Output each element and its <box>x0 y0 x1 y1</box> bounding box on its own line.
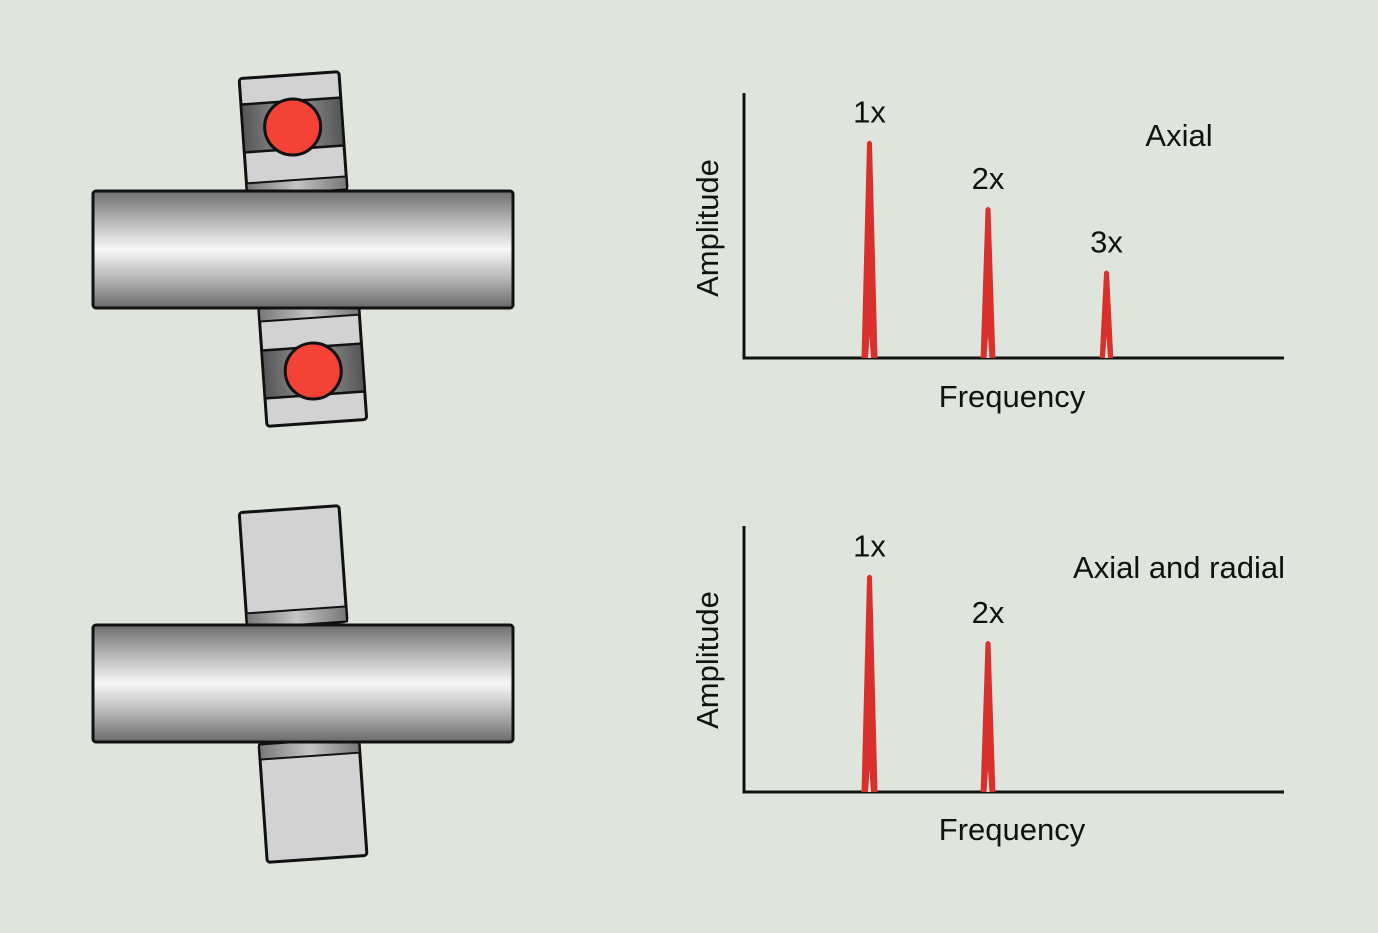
peak-notch-1x <box>868 336 871 358</box>
x-axis-label-top: Frequency <box>939 379 1086 414</box>
peak-notch-2x <box>986 770 990 792</box>
peak-label-2x: 2x <box>972 595 1005 630</box>
peak-label-1x: 1x <box>853 95 886 130</box>
y-axis-label-top: Amplitude <box>690 159 725 297</box>
peak-notch-1x <box>868 770 871 792</box>
peaks-top: 1x 2x 3x <box>853 95 1123 358</box>
bearing-ball-bottom <box>283 341 343 401</box>
bearing-assembly-top <box>91 70 515 428</box>
peak-1x <box>861 140 878 358</box>
x-axis-label-bottom: Frequency <box>939 812 1086 847</box>
shaft-bottom <box>91 623 515 744</box>
spectrum-chart-bottom: Amplitude Frequency Axial and radial 1x 2… <box>690 526 1285 847</box>
chart-label-bottom: Axial and radial <box>1073 550 1285 585</box>
peak-label-1x: 1x <box>853 529 886 564</box>
peaks-bottom: 1x 2x <box>853 529 1005 792</box>
shaft-top <box>91 189 515 310</box>
peak-label-2x: 2x <box>972 161 1005 196</box>
peak-notch-3x <box>1105 336 1108 358</box>
bearing-block-lower <box>257 736 369 864</box>
peak-2x <box>980 640 996 792</box>
chart-axes-bottom <box>742 526 1284 794</box>
y-axis-label-bottom: Amplitude <box>690 591 725 729</box>
bearing-block-upper <box>237 504 349 630</box>
peak-3x <box>1099 270 1114 358</box>
chart-label-top: Axial <box>1145 118 1212 153</box>
peak-2x <box>980 206 996 358</box>
peak-label-3x: 3x <box>1090 225 1123 260</box>
bearing-upper-half <box>237 70 349 198</box>
peak-notch-2x <box>986 336 990 358</box>
bearing-lower-half <box>257 300 369 428</box>
spectrum-chart-top: Amplitude Frequency Axial 1x 2x 3x <box>690 93 1284 414</box>
bearing-ball-top <box>263 97 323 157</box>
bearing-assembly-bottom <box>91 504 515 864</box>
peak-1x <box>861 574 878 792</box>
